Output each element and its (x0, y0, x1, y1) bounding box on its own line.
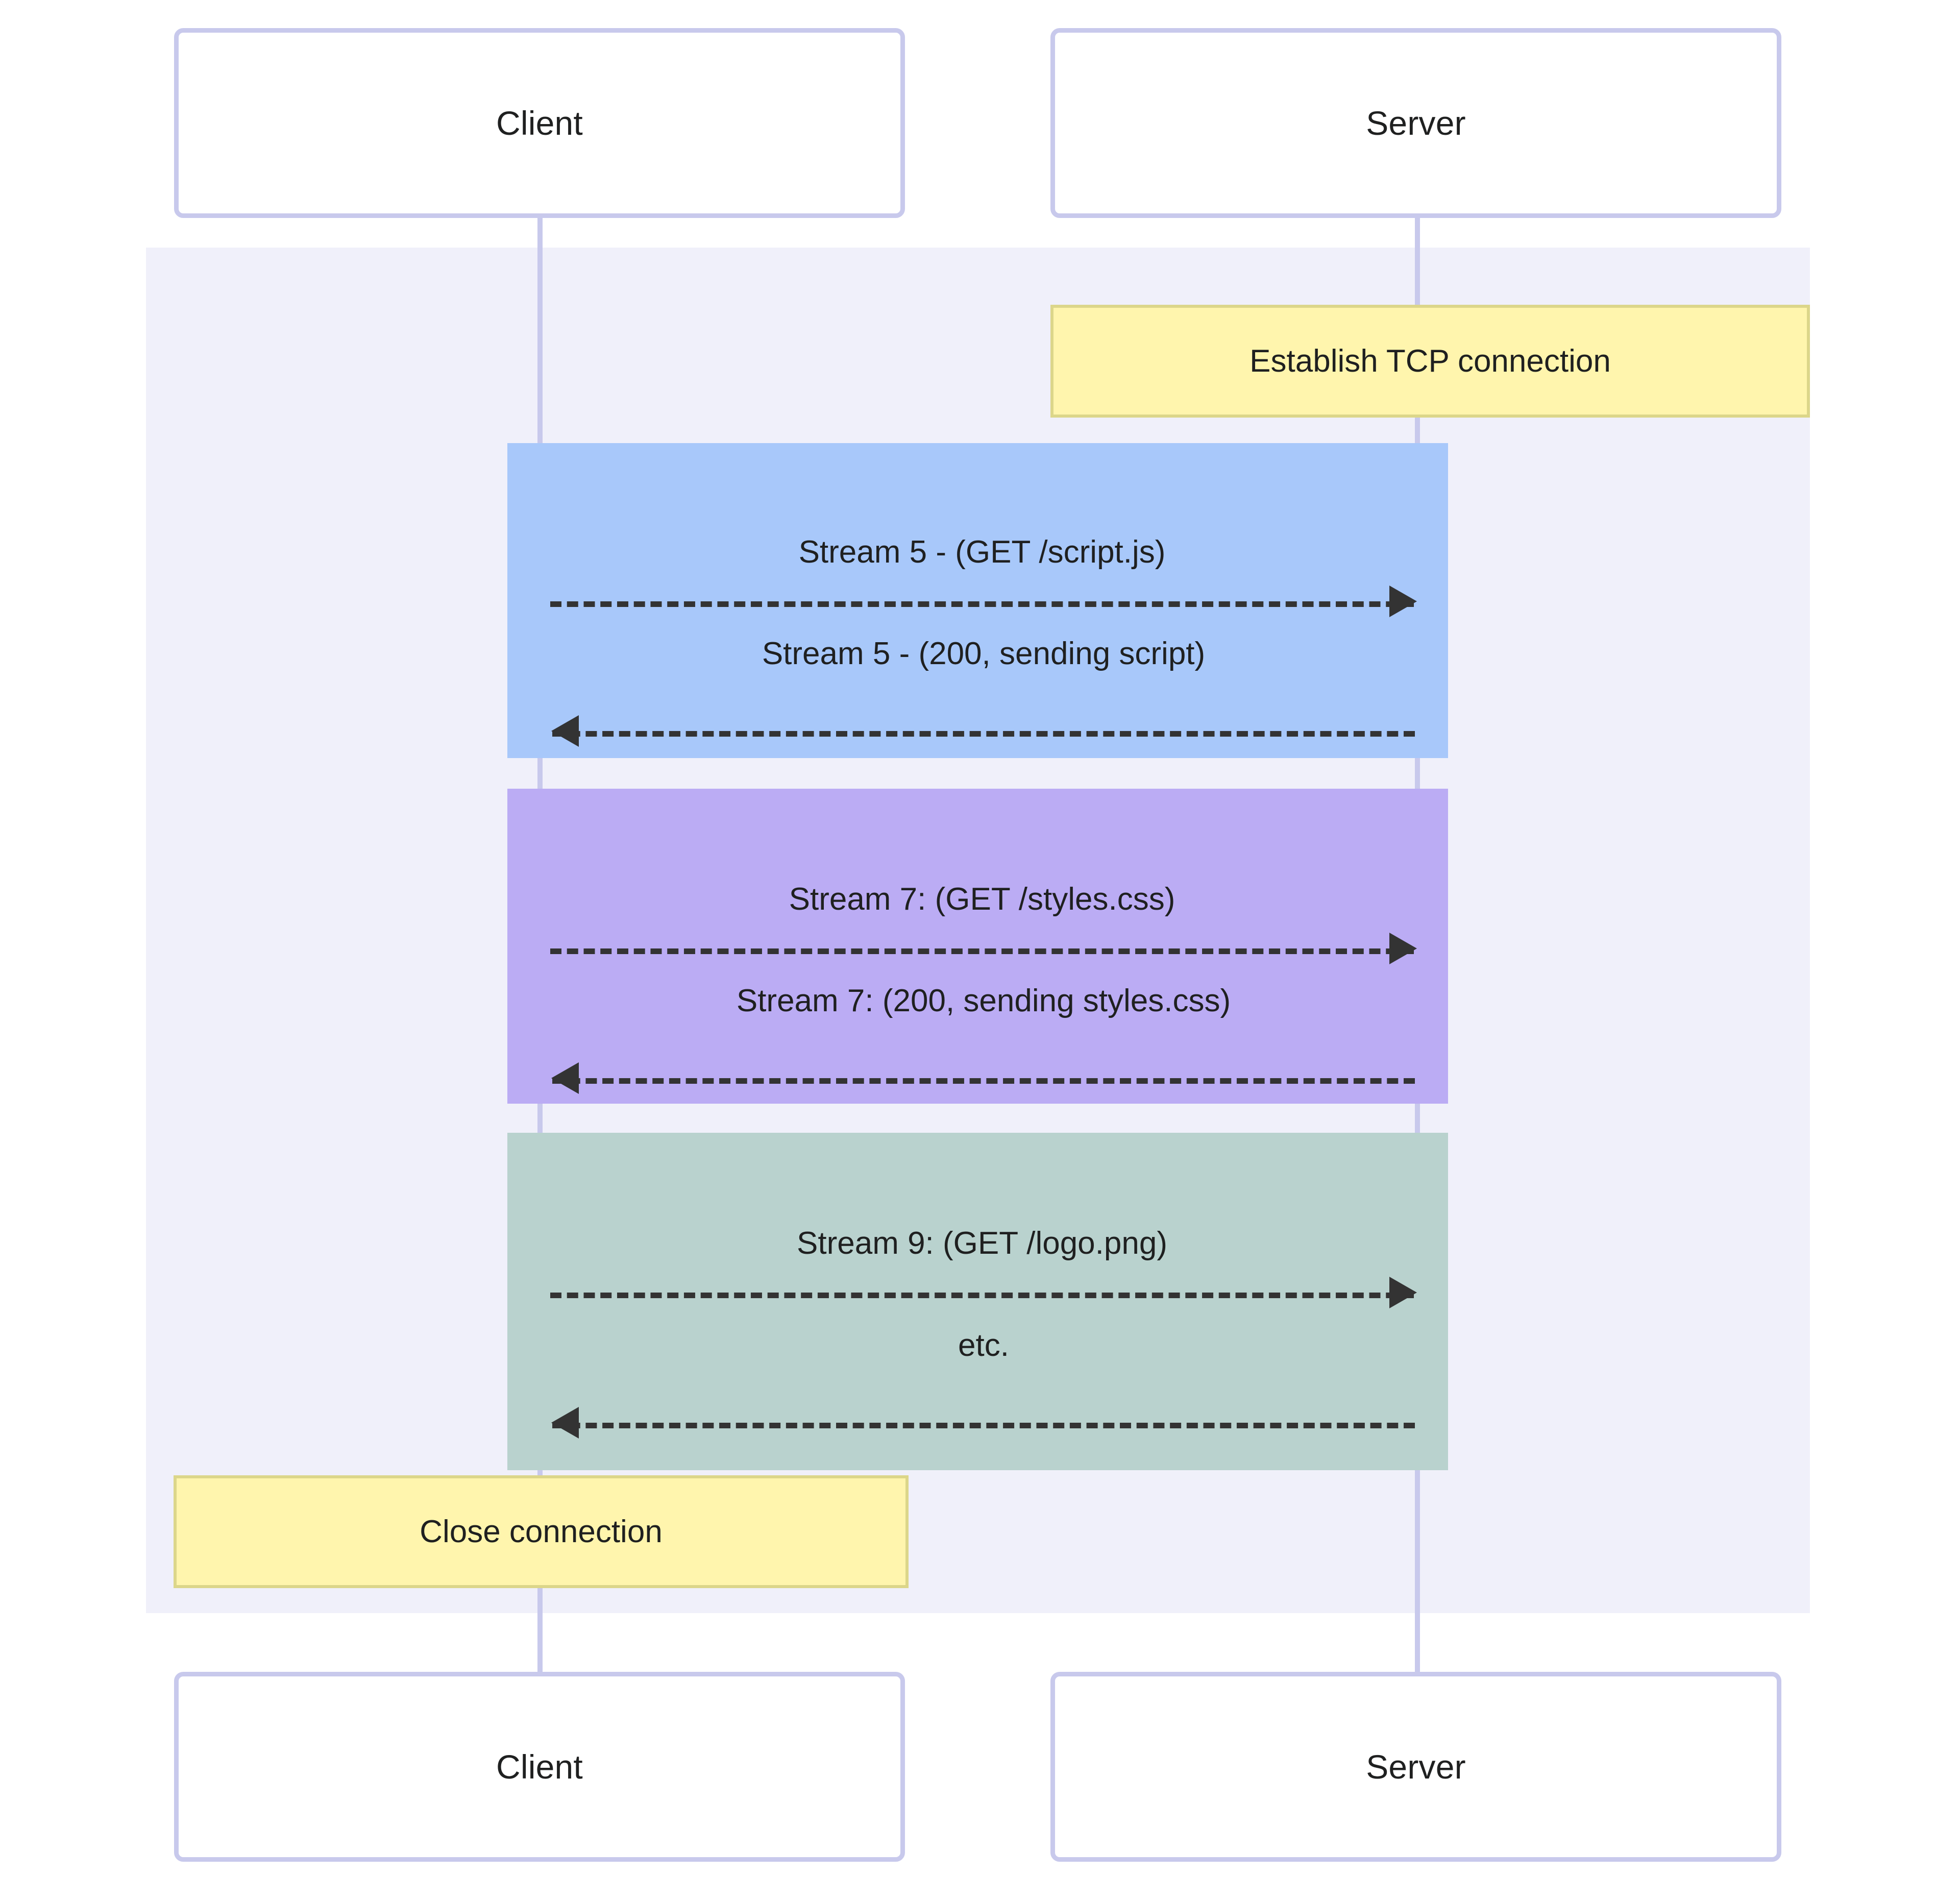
actor-box-client-bottom[interactable]: Client (174, 1672, 905, 1862)
actor-label-client-top: Client (496, 104, 583, 142)
block-stream-9 (507, 1133, 1448, 1470)
message-stream-9-response: etc. (551, 1327, 1415, 1439)
message-label-stream-7-response: Stream 7: (200, sending styles.css) (736, 983, 1231, 1018)
arrow-right-icon (1389, 933, 1417, 964)
note-establish-tcp-connection: Establish TCP connection (1050, 305, 1810, 418)
message-line-dashed (550, 948, 1414, 954)
message-label-stream-5-request: Stream 5 - (GET /script.js) (798, 534, 1166, 570)
message-label-stream-9-request: Stream 9: (GET /logo.png) (797, 1226, 1167, 1261)
arrow-left-icon (551, 715, 579, 747)
actor-box-client-top[interactable]: Client (174, 28, 905, 218)
message-label-stream-5-response: Stream 5 - (200, sending script) (762, 636, 1206, 671)
note-label-establish-tcp-connection: Establish TCP connection (1250, 344, 1611, 379)
message-stream-7-request: Stream 7: (GET /styles.css) (550, 881, 1417, 964)
message-label-stream-7-request: Stream 7: (GET /styles.css) (789, 882, 1175, 917)
message-stream-5-response: Stream 5 - (200, sending script) (551, 636, 1415, 747)
block-stream-7 (507, 789, 1448, 1104)
actor-label-server-bottom: Server (1366, 1748, 1466, 1786)
message-line-dashed (550, 1293, 1414, 1298)
message-line-dashed (552, 1078, 1415, 1084)
actor-label-client-bottom: Client (496, 1748, 583, 1786)
message-line-dashed (550, 601, 1414, 607)
message-line-dashed (552, 731, 1415, 737)
block-stream-5 (507, 443, 1448, 758)
message-stream-7-response: Stream 7: (200, sending styles.css) (551, 983, 1415, 1094)
message-line-dashed (552, 1423, 1415, 1428)
message-stream-5-request: Stream 5 - (GET /script.js) (550, 534, 1417, 617)
arrow-right-icon (1389, 586, 1417, 617)
note-close-connection: Close connection (174, 1475, 909, 1588)
actor-box-server-top[interactable]: Server (1050, 28, 1781, 218)
arrow-left-icon (551, 1062, 579, 1094)
actor-label-server-top: Server (1366, 104, 1466, 142)
arrow-right-icon (1389, 1277, 1417, 1308)
note-label-close-connection: Close connection (420, 1514, 663, 1549)
message-label-stream-9-response: etc. (958, 1328, 1009, 1363)
arrow-left-icon (551, 1407, 579, 1439)
message-stream-9-request: Stream 9: (GET /logo.png) (550, 1225, 1417, 1308)
actor-box-server-bottom[interactable]: Server (1050, 1672, 1781, 1862)
